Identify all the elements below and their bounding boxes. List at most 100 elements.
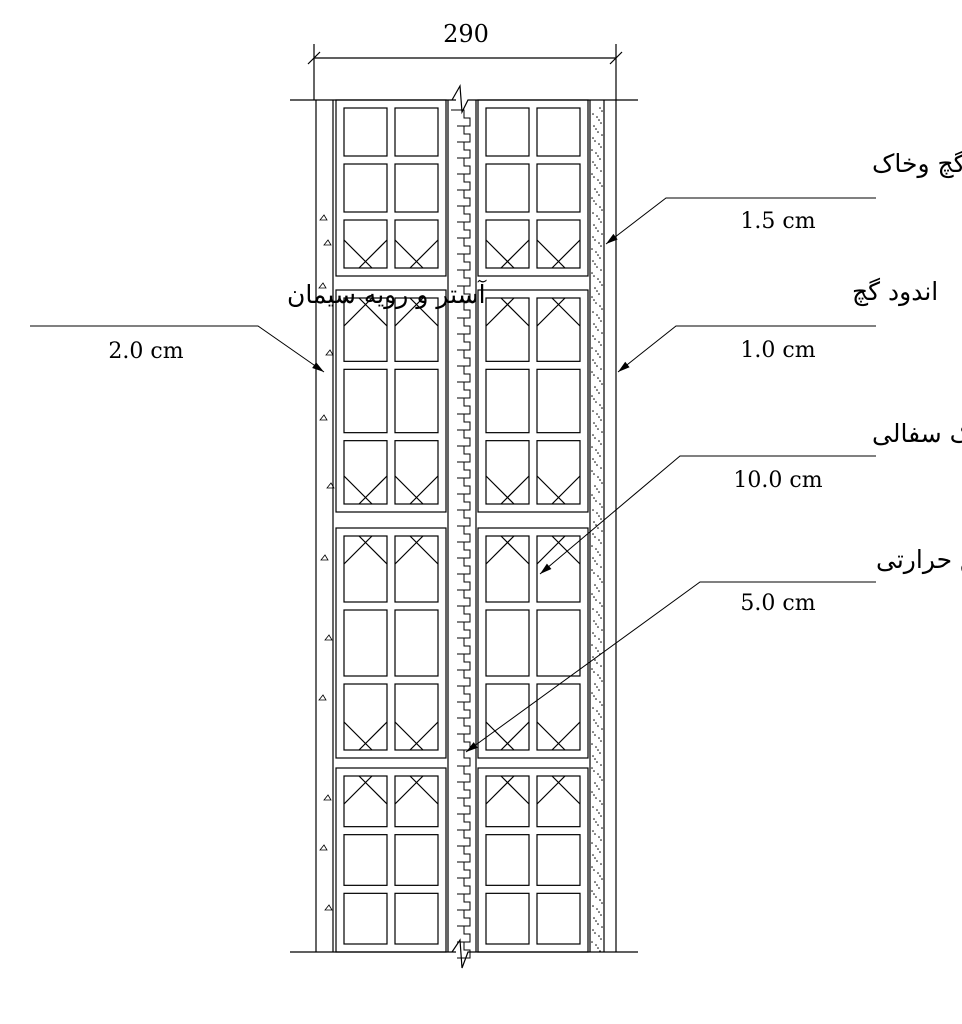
gypsum-dot [600, 245, 602, 247]
cell-chamfer [485, 475, 515, 505]
gypsum-dot [598, 539, 600, 541]
gypsum-dot [591, 296, 593, 298]
cell-chamfer [500, 535, 530, 565]
gypsum-dot [594, 683, 596, 685]
gypsum-dot [591, 767, 593, 769]
gypsum-dot [591, 149, 593, 151]
gypsum-dot [591, 470, 593, 472]
leader-lines [30, 197, 876, 753]
block-cell [394, 219, 439, 269]
gypsum-dot [594, 485, 596, 487]
gypsum-dot [601, 209, 603, 211]
block-cell [485, 219, 530, 269]
gypsum-dot [600, 764, 602, 766]
gypsum-dot [592, 533, 594, 535]
gypsum-dot [601, 506, 603, 508]
gypsum-dot [598, 194, 600, 196]
gypsum-dot [600, 368, 602, 370]
block-cell [394, 683, 439, 751]
cell-chamfer [394, 239, 424, 269]
dimension-value: 290 [443, 20, 489, 48]
gypsum-dot [596, 512, 598, 514]
block-cell [343, 163, 388, 213]
block-cell [536, 535, 581, 603]
gypsum-dot [592, 161, 594, 163]
gypsum-dot [597, 452, 599, 454]
gypsum-dot [599, 776, 601, 778]
gypsum-dot [594, 833, 596, 835]
gypsum-dot [594, 338, 596, 340]
cell-chamfer [358, 239, 388, 269]
insulation-zigzag [451, 109, 471, 959]
gypsum-dot [600, 221, 602, 223]
gypsum-dot [598, 515, 600, 517]
gypsum-dot [599, 182, 601, 184]
cement-aggregate [323, 239, 332, 246]
gypsum-dot [601, 902, 603, 904]
gypsum-dot [601, 926, 603, 928]
gypsum-dot [599, 752, 601, 754]
gypsum-dot [593, 818, 595, 820]
gypsum-dot [600, 566, 602, 568]
block-cell [485, 834, 530, 886]
gypsum-dot [595, 425, 597, 427]
gypsum-dot [593, 497, 595, 499]
gypsum-dot [594, 881, 596, 883]
gypsum-dot [598, 317, 600, 319]
break-top [451, 84, 474, 115]
block-shell [335, 99, 447, 277]
cell-chamfer [394, 475, 424, 505]
gypsum-dot [597, 353, 599, 355]
label-cement: آستر و رویه سیمان [287, 279, 487, 310]
cell-chamfer [551, 297, 581, 327]
block-cell [536, 440, 581, 505]
cement-aggregate [323, 794, 332, 801]
cell-chamfer [536, 475, 566, 505]
clay-block-unit [477, 289, 589, 513]
cell-chamfer [409, 721, 439, 751]
gypsum-dot [595, 623, 597, 625]
cell-chamfer [551, 475, 581, 505]
label-gypsum-soil: اندود گچ وخاک [872, 149, 962, 179]
gypsum-dot [593, 473, 595, 475]
block-shell [335, 767, 447, 953]
block-cell [485, 163, 530, 213]
gypsum-dot [596, 389, 598, 391]
cell-chamfer [343, 721, 373, 751]
block-cell [343, 683, 388, 751]
gypsum-dot [592, 359, 594, 361]
gypsum-dot [598, 590, 600, 592]
gypsum-dot [601, 134, 603, 136]
cell-chamfer [343, 535, 373, 565]
gypsum-dot [601, 605, 603, 607]
gypsum-dot [601, 581, 603, 583]
gypsum-dot [592, 509, 594, 511]
gypsum-dot [592, 410, 594, 412]
clay-block-unit [477, 767, 589, 953]
gypsum-dot [598, 812, 600, 814]
gypsum-dot [592, 656, 594, 658]
cell-chamfer [394, 775, 424, 805]
gypsum-dot [601, 803, 603, 805]
cell-chamfer [536, 239, 566, 269]
block-cell [536, 368, 581, 434]
gypsum-dot [601, 332, 603, 334]
cement-aggregate [318, 694, 327, 701]
gypsum-dot [595, 599, 597, 601]
gypsum-dot [601, 629, 603, 631]
gypsum-dot [598, 416, 600, 418]
gypsum-dot [599, 602, 601, 604]
gypsum-dot [597, 278, 599, 280]
gypsum-dot [594, 386, 596, 388]
gypsum-dot [597, 230, 599, 232]
gypsum-dot [600, 443, 602, 445]
leader-gypsum [617, 325, 876, 373]
cell-chamfer [394, 721, 424, 751]
dimension-tick-right [609, 51, 623, 65]
gypsum-dot [591, 692, 593, 694]
gypsum-dot [591, 446, 593, 448]
thickness-clay-block: 10.0 cm [733, 468, 822, 493]
clay-block-unit [335, 289, 447, 513]
gypsum-dot [597, 131, 599, 133]
